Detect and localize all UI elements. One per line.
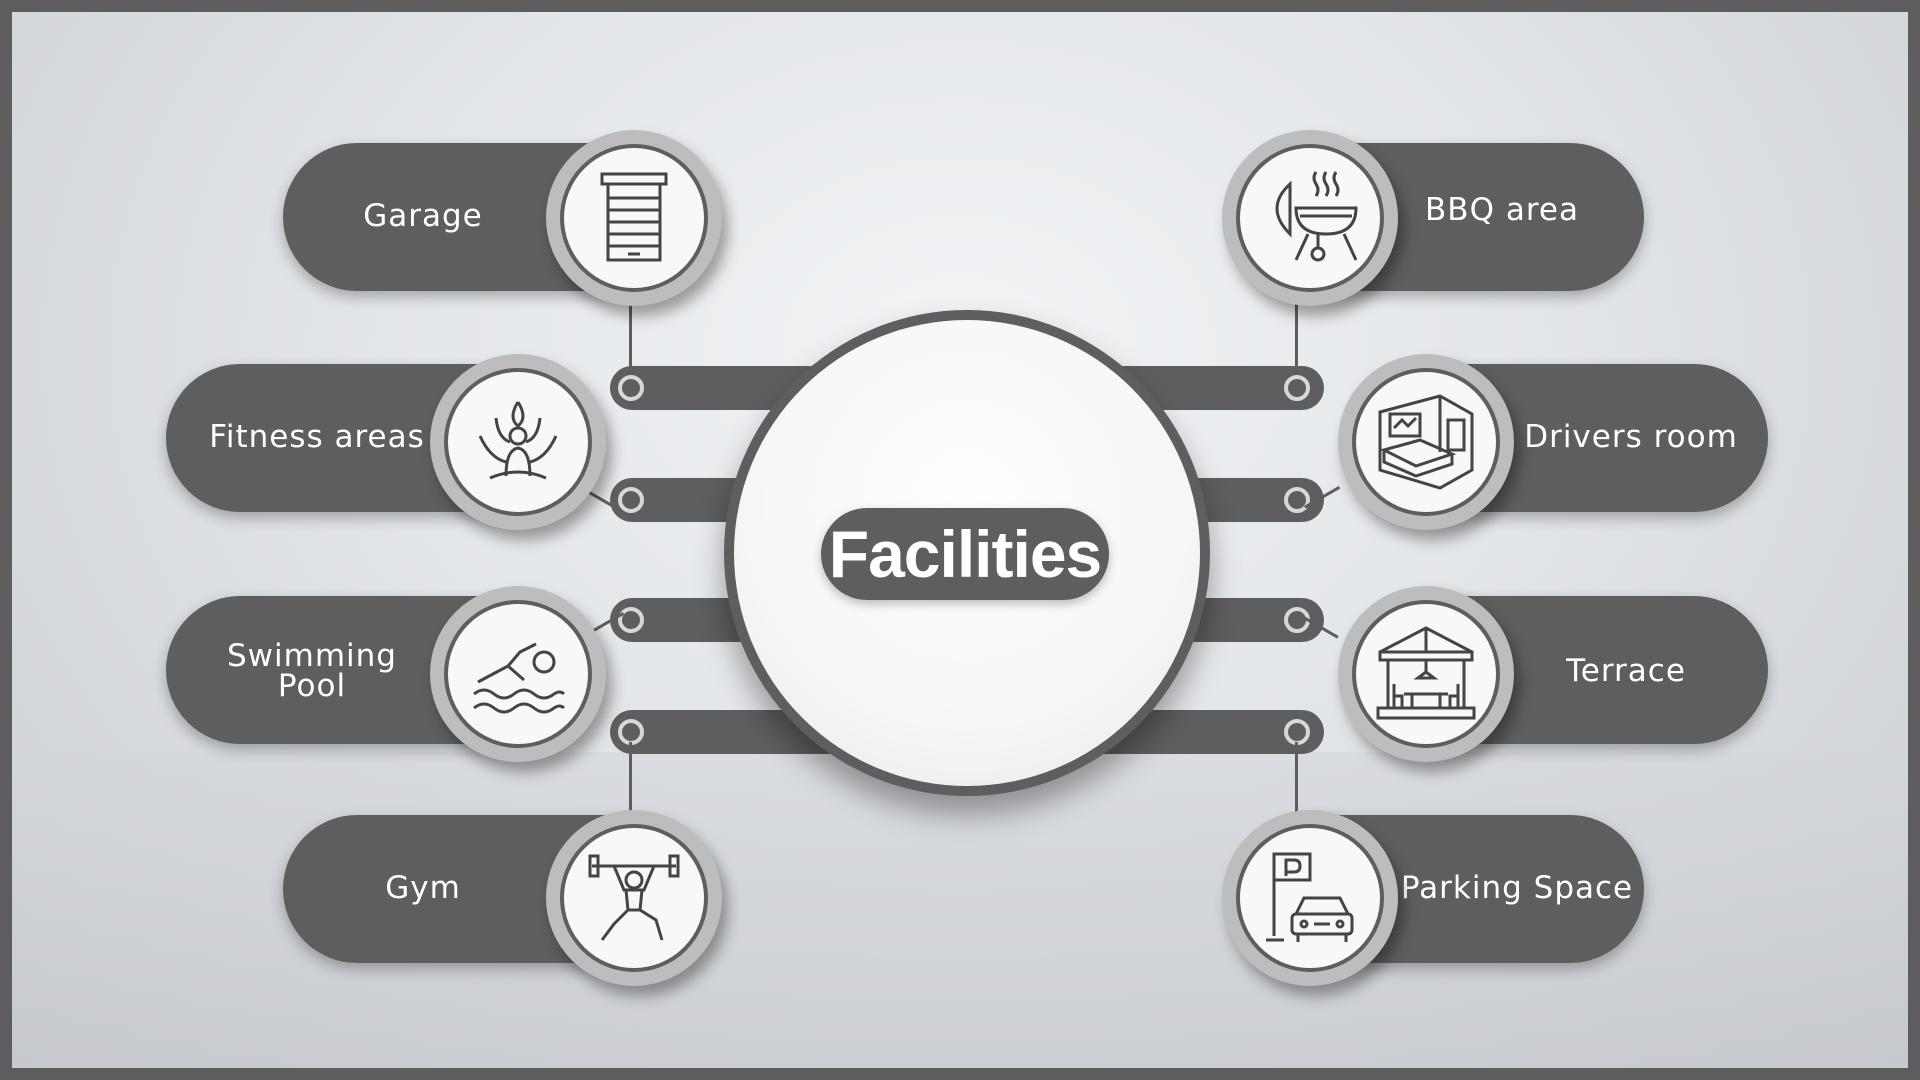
icon-holder-swimming (430, 586, 606, 762)
icon-holder-garage (546, 130, 722, 306)
icon-holder-parking (1222, 810, 1398, 986)
icon-disc (1236, 144, 1384, 292)
icon-disc (444, 368, 592, 516)
icon-holder-bbq (1222, 130, 1398, 306)
label-fitness: Fitness areas (209, 419, 425, 455)
label-parking: Parking Space (1400, 870, 1634, 906)
parking-car-icon (1266, 852, 1354, 942)
diagram-stage: Garage Fitness areas Swimming Pool Gym B… (12, 12, 1908, 1068)
garage-door-icon (600, 172, 668, 262)
connector-garage (629, 292, 632, 374)
swimmer-icon (473, 642, 566, 714)
icon-holder-gym (546, 810, 722, 986)
barbecue-grill-icon (1275, 171, 1358, 262)
facilities-title: Facilities (821, 508, 1109, 600)
label-drivers: Drivers room (1524, 419, 1738, 455)
weightlifter-icon (588, 854, 680, 941)
label-gym: Gym (385, 870, 461, 906)
icon-holder-terrace (1338, 586, 1514, 762)
connector-bbq (1295, 292, 1298, 374)
icon-disc (560, 824, 708, 972)
label-terrace: Terrace (1566, 653, 1686, 689)
connector-gym (629, 742, 632, 822)
label-swimming-line1: Swimming (227, 638, 397, 674)
icon-disc (444, 600, 592, 748)
bar-hole (618, 487, 644, 513)
icon-holder-drivers (1338, 354, 1514, 530)
icon-disc (1352, 600, 1500, 748)
label-bbq: BBQ area (1425, 192, 1579, 228)
connector-parking (1295, 742, 1298, 822)
label-garage: Garage (363, 198, 483, 234)
icon-holder-fitness (430, 354, 606, 530)
bar-hole (618, 375, 644, 401)
icon-disc (560, 144, 708, 292)
icon-disc (1236, 824, 1384, 972)
icon-disc (1352, 368, 1500, 516)
bar-hole (618, 607, 644, 633)
gazebo-icon (1376, 626, 1476, 720)
meditation-lotus-icon (478, 401, 558, 480)
center-circle (724, 310, 1210, 796)
bar-hole (1284, 487, 1310, 513)
bedroom-icon (1378, 394, 1474, 490)
bar-hole (1284, 375, 1310, 401)
label-swimming-line2: Pool (277, 668, 347, 704)
